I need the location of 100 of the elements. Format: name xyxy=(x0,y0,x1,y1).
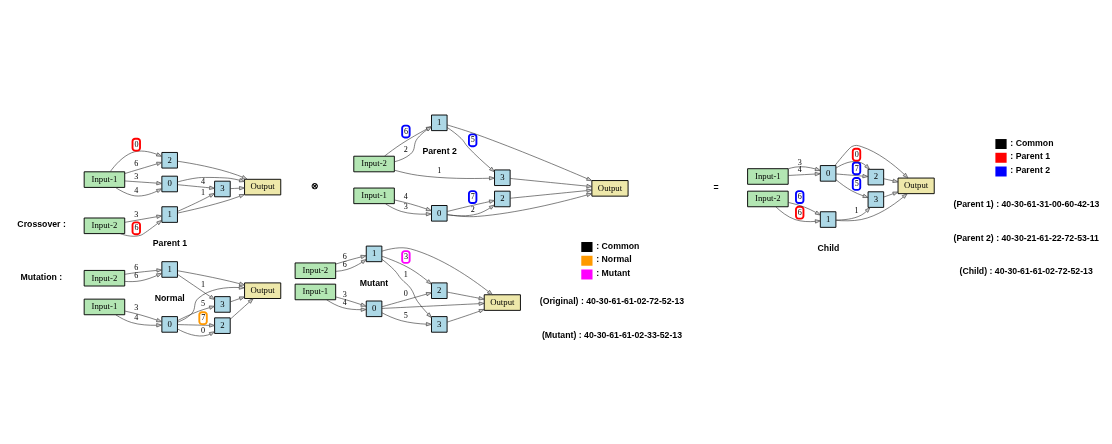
arrow xyxy=(835,179,869,198)
arrow xyxy=(177,322,215,327)
arrow xyxy=(124,214,163,223)
arrow xyxy=(326,298,367,312)
label: (Mutant) : 40-30-61-61-02-33-52-13 xyxy=(541,329,682,340)
node-box: 1 xyxy=(161,205,178,223)
legend-label: : Parent 1 xyxy=(1010,150,1051,161)
arrow xyxy=(509,188,593,199)
arrow xyxy=(446,192,593,217)
node-box: 3 xyxy=(431,315,448,333)
arrow xyxy=(177,269,245,286)
arrow xyxy=(381,247,493,295)
arrow xyxy=(446,308,485,322)
arrow xyxy=(381,312,432,326)
arrow xyxy=(335,258,367,272)
label: Child xyxy=(817,242,840,253)
node-box: 0 xyxy=(819,164,837,182)
node-box: Output xyxy=(591,179,629,197)
label: (Child) : 40-30-61-61-02-72-52-13 xyxy=(959,265,1093,276)
label: (Original) : 40-30-61-61-02-72-52-13 xyxy=(539,295,685,306)
arrow xyxy=(115,314,162,327)
arrow xyxy=(394,199,432,211)
node-box: 3 xyxy=(867,190,885,208)
arrow xyxy=(835,173,869,178)
node-box: Input-2 xyxy=(83,269,126,286)
arrow xyxy=(384,125,432,156)
node-box: 1 xyxy=(161,260,178,278)
arrow xyxy=(394,126,432,162)
node-box: Output xyxy=(244,178,282,195)
arrow xyxy=(446,124,593,181)
node-box: 2 xyxy=(161,151,178,169)
arrow xyxy=(124,310,162,322)
legend-label: : Common xyxy=(596,240,640,251)
node-box: Input-2 xyxy=(83,217,126,234)
arrow xyxy=(335,296,367,307)
node-box: 3 xyxy=(214,295,231,313)
node-box: 2 xyxy=(867,168,885,185)
arrow xyxy=(787,171,821,176)
arrow xyxy=(509,177,593,188)
label: Crossover : xyxy=(17,218,66,229)
node-box: 3 xyxy=(494,168,511,186)
node-box: 1 xyxy=(819,210,837,228)
arrow xyxy=(177,176,245,182)
label: Mutation : xyxy=(20,271,63,282)
node-box: Input-2 xyxy=(353,155,395,172)
arrow xyxy=(446,126,495,172)
arrow xyxy=(883,177,899,183)
legend-label: : Common xyxy=(1010,137,1054,148)
arrow xyxy=(835,192,908,221)
legend-label: : Mutant xyxy=(596,267,631,278)
label: (Parent 1) : 40-30-61-31-00-60-42-13 xyxy=(953,198,1100,209)
label: Parent 1 xyxy=(152,237,188,248)
node-box: Output xyxy=(244,281,282,299)
node-box: Input-2 xyxy=(747,190,789,207)
node-box: 1 xyxy=(365,245,383,262)
arrow xyxy=(177,285,245,322)
node-box: Output xyxy=(483,293,521,311)
arrow xyxy=(230,297,254,319)
arrow xyxy=(177,328,215,336)
node-box: 0 xyxy=(365,300,383,317)
arrow xyxy=(124,272,162,282)
node-box: 0 xyxy=(161,315,178,333)
arrow xyxy=(230,185,245,190)
arrow xyxy=(177,193,245,213)
arrow xyxy=(775,206,821,223)
arrow xyxy=(834,144,909,178)
arrow xyxy=(446,291,485,300)
node-box: 2 xyxy=(214,316,231,334)
arrow xyxy=(177,305,215,321)
arrow xyxy=(835,206,871,220)
label: Mutant xyxy=(359,277,389,288)
arrow xyxy=(109,150,162,172)
arrow xyxy=(385,203,432,216)
node-box: Input-2 xyxy=(294,261,337,279)
label: Parent 2 xyxy=(422,145,457,156)
node-box: Input-1 xyxy=(747,167,789,185)
arrow xyxy=(381,291,432,307)
arrow xyxy=(788,165,821,171)
arrow xyxy=(230,296,245,302)
arrow xyxy=(177,160,248,179)
arrow xyxy=(381,258,432,318)
node-box: 1 xyxy=(431,114,448,131)
arrow xyxy=(177,273,215,300)
arrow xyxy=(381,255,432,284)
arrow xyxy=(124,161,163,174)
arrow xyxy=(394,169,495,180)
arrow xyxy=(835,160,870,169)
label: Normal xyxy=(154,292,185,303)
node-box: Input-1 xyxy=(83,298,126,315)
arrow xyxy=(381,301,485,309)
arrow xyxy=(177,192,215,212)
node-box: Input-1 xyxy=(294,283,337,300)
arrow xyxy=(124,267,163,275)
node-box: 2 xyxy=(431,281,448,299)
arrow xyxy=(788,201,821,215)
arrow xyxy=(883,191,899,197)
label: (Parent 2) : 40-30-21-61-22-72-53-11 xyxy=(953,232,1099,243)
node-box: 0 xyxy=(431,204,448,222)
arrow xyxy=(115,186,162,196)
label: = xyxy=(713,181,719,192)
